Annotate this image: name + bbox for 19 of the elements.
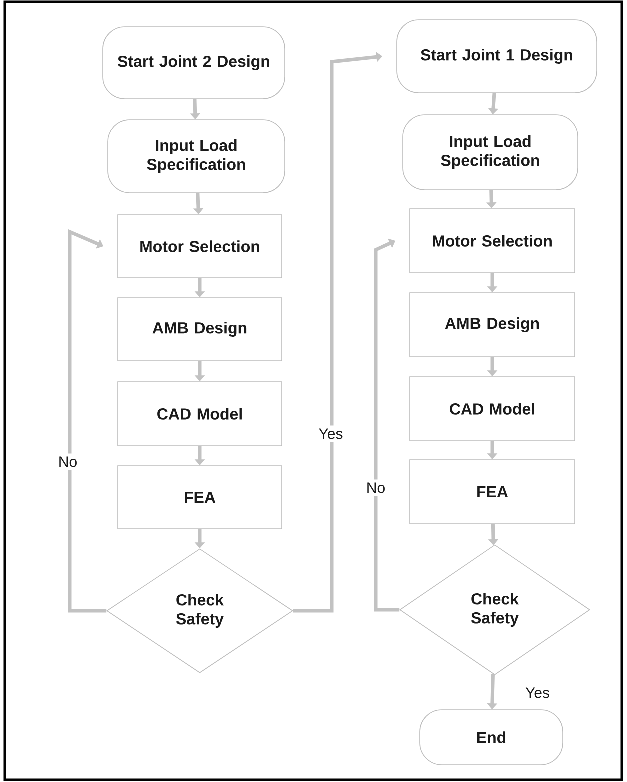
process-box: CAD Model — [410, 376, 576, 442]
edge-label: Yes — [316, 426, 346, 442]
arrow — [68, 229, 107, 613]
edge-label: Yes — [526, 688, 550, 698]
process-box: CAD Model — [118, 382, 282, 446]
process-box: AMB Design — [410, 292, 576, 358]
process-box: Motor Selection — [118, 214, 282, 278]
terminal-box: Start Joint 2 Design — [102, 26, 286, 100]
process-box: FEA — [410, 460, 576, 524]
process-box: Motor Selection — [410, 208, 576, 274]
edge-label: No — [55, 454, 81, 470]
edge-label: No — [363, 480, 389, 496]
arrow — [374, 238, 400, 612]
terminal-box: Input Load Specification — [108, 120, 286, 194]
process-box: AMB Design — [118, 298, 282, 362]
terminal-box: End — [420, 710, 564, 766]
terminal-box: Input Load Specification — [402, 114, 578, 190]
process-box: FEA — [118, 466, 282, 530]
terminal-box: Start Joint 1 Design — [396, 20, 598, 94]
